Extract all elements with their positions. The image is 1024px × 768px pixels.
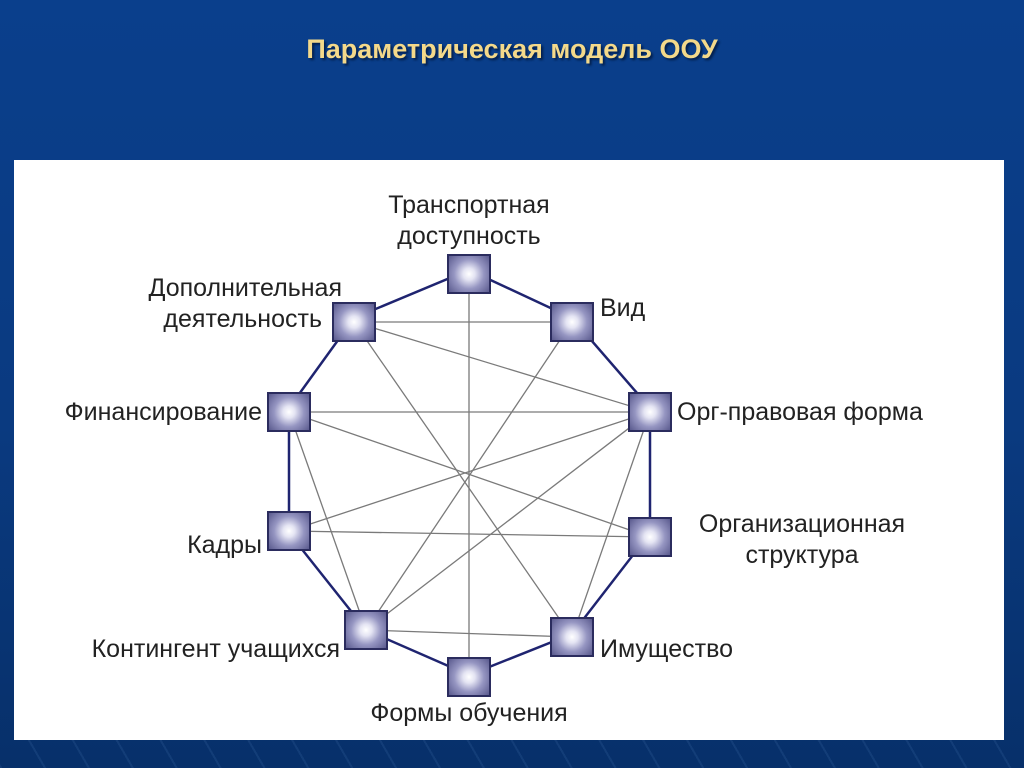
label-imushestvo: Имущество [600, 635, 733, 663]
edge-kadry-org_struktura [288, 530, 651, 538]
label-kontingent: Контингент учащихся [91, 635, 340, 663]
node-transport[interactable] [447, 254, 491, 294]
slide-title: Параметрическая модель ООУ [306, 34, 718, 64]
edge-vid-kontingent [365, 321, 573, 631]
node-formy[interactable] [447, 657, 491, 697]
node-kontingent[interactable] [344, 610, 388, 650]
background-decoration [0, 740, 1024, 768]
label-finans: Финансирование [64, 398, 262, 426]
label-dop: Дополнительная деятельность [148, 274, 342, 333]
node-dop[interactable] [332, 302, 376, 342]
edge-org_forma-kadry [288, 411, 651, 532]
edge-finans-org_struktura [288, 411, 651, 538]
diagram-panel [14, 160, 1004, 740]
edge-kontingent-imushestvo [365, 629, 573, 638]
node-finans[interactable] [267, 392, 311, 432]
label-kadry: Кадры [187, 531, 262, 559]
node-vid[interactable] [550, 302, 594, 342]
label-vid: Вид [600, 294, 646, 322]
node-org-struktura[interactable] [628, 517, 672, 557]
node-kadry[interactable] [267, 511, 311, 551]
label-formy: Формы обучения [370, 699, 568, 727]
node-imushestvo[interactable] [550, 617, 594, 657]
edge-dop-org_forma [353, 321, 651, 413]
edge-org_forma-imushestvo [571, 411, 651, 638]
edge-finans-kontingent [288, 411, 367, 631]
edge-dop-imushestvo [353, 321, 573, 638]
edge-layer [288, 274, 651, 677]
node-org-forma[interactable] [628, 392, 672, 432]
edge-org_forma-kontingent [365, 411, 651, 631]
label-org-forma: Орг-правовая форма [677, 398, 923, 426]
